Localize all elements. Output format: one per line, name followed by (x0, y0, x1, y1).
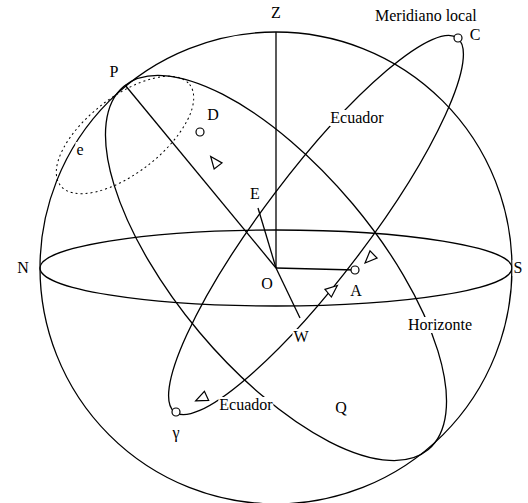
arrow-head (325, 282, 341, 297)
cardinal-label: N (16, 260, 30, 276)
meridian-label: Meridiano local (374, 8, 478, 24)
radius-e (258, 208, 276, 268)
equator (133, 7, 499, 444)
point-d (196, 128, 204, 136)
pole-label: Q (334, 400, 348, 416)
point-gamma (172, 408, 180, 416)
point-label: C (469, 27, 482, 43)
radius-a (276, 268, 355, 270)
point-label: D (206, 107, 220, 123)
point-a (351, 266, 359, 274)
center-label: O (260, 276, 274, 292)
point-c (454, 34, 462, 42)
circle-label: e (75, 142, 84, 158)
dotted-circle (37, 55, 213, 216)
point-label: W (292, 329, 309, 345)
zenith-label: Z (270, 5, 282, 21)
arrow-head (194, 391, 209, 405)
arrow-head (362, 251, 378, 267)
pole-label: P (109, 64, 120, 80)
cardinal-label: S (513, 260, 524, 276)
arrow-head (207, 153, 222, 169)
hour-circle (47, 22, 505, 503)
point-label: γ (171, 425, 180, 441)
equator-label: Ecuador (329, 110, 384, 126)
horizon-label: Horizonte (407, 317, 473, 333)
equator-label: Ecuador (218, 397, 273, 413)
point-label: A (349, 283, 363, 299)
zenith-line (275, 32, 276, 268)
point-label: E (249, 186, 261, 202)
radius-w (276, 268, 300, 318)
